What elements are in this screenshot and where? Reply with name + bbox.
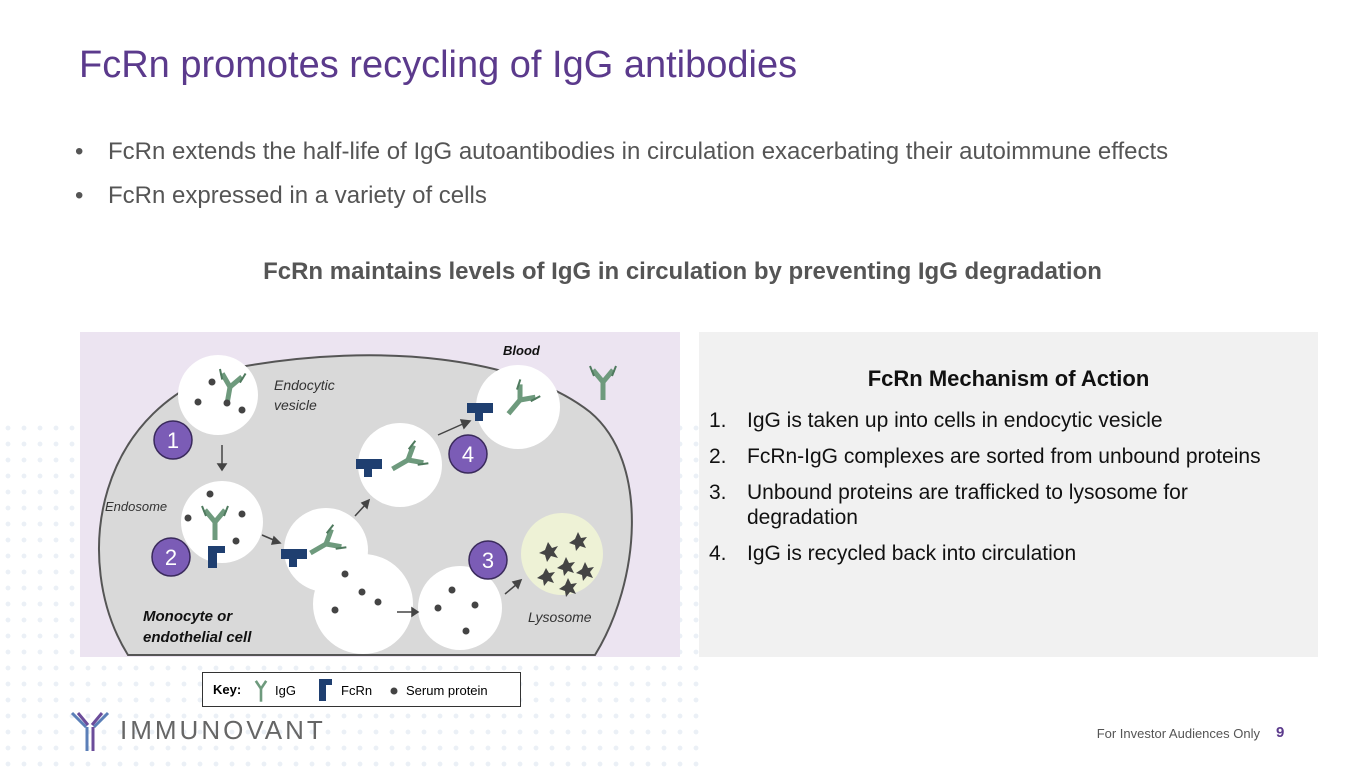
endocytic-label: Endocytic — [274, 377, 335, 393]
mechanism-step: 2. FcRn-IgG complexes are sorted from un… — [709, 444, 1307, 469]
svg-text:2: 2 — [165, 545, 177, 570]
step-number: 4. — [709, 542, 727, 565]
mechanism-step: 1. IgG is taken up into cells in endocyt… — [709, 408, 1307, 433]
step-number: 3. — [709, 481, 727, 504]
mechanism-steps: 1. IgG is taken up into cells in endocyt… — [709, 408, 1307, 577]
diagram-key: Key: IgG FcRn Serum protein — [202, 672, 521, 707]
step-badge: 4 — [448, 434, 488, 474]
immunovant-logo-icon — [70, 711, 110, 751]
endosome-label: Endosome — [105, 499, 167, 514]
step-text: FcRn-IgG complexes are sorted from unbou… — [747, 445, 1261, 468]
key-igg-label: IgG — [275, 683, 296, 698]
mechanism-step: 4. IgG is recycled back into circulation — [709, 541, 1307, 566]
step-number: 1. — [709, 409, 727, 432]
company-logo-text: IMMUNOVANT — [120, 715, 326, 745]
lysosome-label: Lysosome — [528, 609, 592, 625]
subheading: FcRn maintains levels of IgG in circulat… — [263, 258, 1102, 285]
svg-text:1: 1 — [167, 428, 179, 453]
fcrn-recycling-diagram: 1 2 3 4 Blood Endocytic vesicle Endosome… — [80, 332, 680, 657]
mechanism-title: FcRn Mechanism of Action — [867, 366, 1150, 391]
step-badge: 2 — [151, 537, 191, 577]
mechanism-panel: FcRn Mechanism of Action 1. IgG is taken… — [699, 332, 1318, 657]
cell-label: Monocyte or — [143, 608, 233, 625]
bullet-item: • FcRn extends the half-life of IgG auto… — [75, 138, 1168, 166]
step-text: IgG is taken up into cells in endocytic … — [747, 409, 1163, 432]
svg-text:4: 4 — [462, 442, 474, 467]
bullet-symbol: • — [75, 138, 84, 165]
bullet-text: FcRn expressed in a variety of cells — [108, 182, 487, 209]
key-serum-label: Serum protein — [406, 683, 488, 698]
igg-icon — [254, 680, 268, 702]
key-label: Key: — [213, 682, 242, 697]
footer-note: For Investor Audiences Only — [1096, 726, 1260, 741]
step-text: Unbound proteins are trafficked to lysos… — [747, 481, 1188, 529]
bullet-list: • FcRn extends the half-life of IgG auto… — [75, 138, 1168, 226]
mechanism-step: 3. Unbound proteins are trafficked to ly… — [709, 480, 1307, 530]
serum-protein-icon — [390, 687, 398, 695]
step-badge: 3 — [468, 540, 508, 580]
svg-text:3: 3 — [482, 548, 494, 573]
step-number: 2. — [709, 445, 727, 468]
fcrn-icon — [319, 679, 332, 701]
page-number: 9 — [1276, 724, 1285, 741]
bullet-item: • FcRn expressed in a variety of cells — [75, 182, 1168, 210]
page-title: FcRn promotes recycling of IgG antibodie… — [79, 44, 798, 86]
endocytic-label: vesicle — [274, 397, 317, 413]
diagram-svg: 1 2 3 4 Blood Endocytic vesicle Endosome… — [98, 343, 633, 656]
bullet-text: FcRn extends the half-life of IgG autoan… — [108, 138, 1169, 165]
cell-label: endothelial cell — [143, 629, 252, 646]
step-badge: 1 — [153, 420, 193, 460]
step-text: IgG is recycled back into circulation — [747, 542, 1077, 565]
blood-label: Blood — [503, 343, 541, 358]
bullet-symbol: • — [75, 182, 84, 209]
key-fcrn-label: FcRn — [341, 683, 373, 698]
